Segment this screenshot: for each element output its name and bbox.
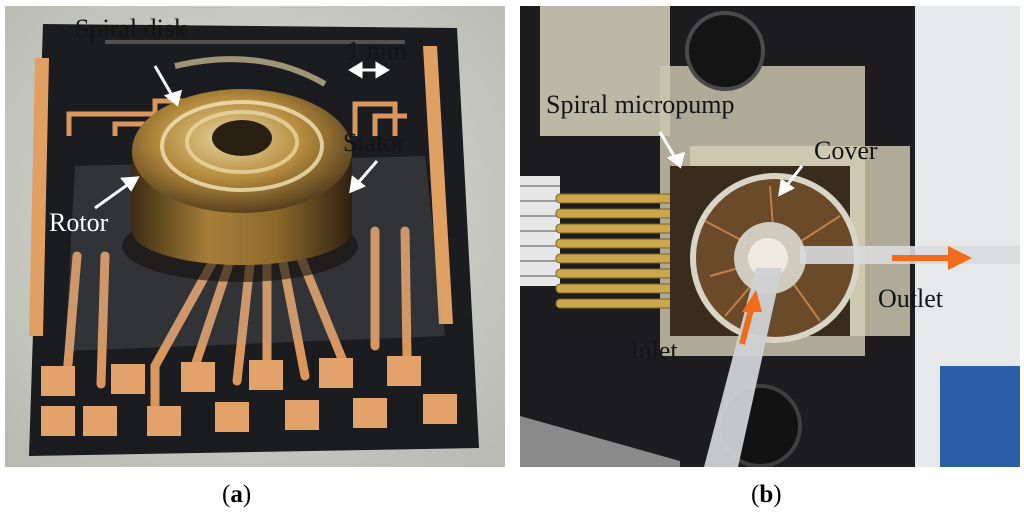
flow-arrows — [739, 246, 972, 345]
label-rotor: Rotor — [49, 208, 109, 237]
label-stator: Stator — [343, 128, 406, 157]
caption-a: (a) — [222, 481, 252, 508]
label-spiral-micropump: Spiral micropump — [546, 90, 735, 119]
photo-panel-a: Spiral disk 1 mm Stator Rotor — [5, 6, 505, 467]
label-spiral-disk: Spiral disk — [75, 14, 187, 43]
label-outlet: Outlet — [878, 284, 943, 313]
label-inlet: Inlet — [630, 336, 678, 365]
photo-panel-b: Spiral micropump Cover Outlet Inlet — [520, 6, 1020, 467]
chip-photo — [5, 6, 505, 467]
contact-pads — [41, 356, 457, 436]
caption-b: (b) — [751, 481, 782, 508]
label-scale-bar: 1 mm — [347, 36, 407, 65]
micropump-photo — [520, 6, 1020, 467]
label-cover: Cover — [814, 136, 878, 165]
